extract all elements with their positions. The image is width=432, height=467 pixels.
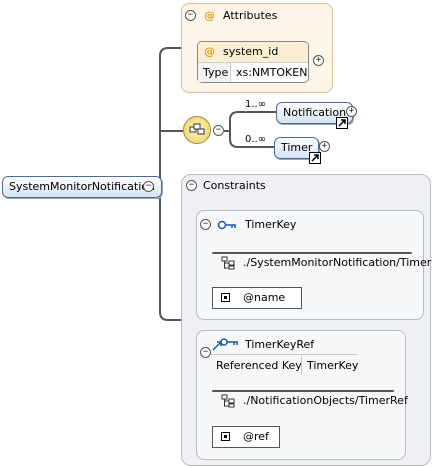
notification-label: Notification xyxy=(283,106,347,119)
notification-occurrence: 1..∞ xyxy=(245,99,267,110)
root-collapse-toggle[interactable]: − xyxy=(143,181,154,192)
timer-occurrence: 0..∞ xyxy=(245,134,267,145)
constraints-title: Constraints xyxy=(203,179,266,192)
keyref-icon xyxy=(212,338,238,351)
field-square-icon xyxy=(221,293,230,302)
timer-key-collapse-toggle[interactable]: − xyxy=(200,219,211,230)
sequence-collapse-toggle[interactable]: − xyxy=(213,125,224,136)
timer-keyref-selector-path: ./NotificationObjects/TimerRef xyxy=(243,394,408,407)
selector-tree-icon xyxy=(221,256,235,270)
timer-expand-toggle[interactable]: + xyxy=(319,141,330,152)
constraints-collapse-toggle[interactable]: − xyxy=(186,180,197,191)
field-square-icon xyxy=(221,432,230,441)
timer-keyref-collapse-toggle[interactable]: − xyxy=(200,347,211,358)
notification-ref-arrow-icon xyxy=(336,117,348,129)
timer-key-field[interactable]: @name xyxy=(212,287,302,309)
timer-key-field-value: @name xyxy=(243,291,286,304)
timer-key-title: TimerKey xyxy=(245,218,297,231)
attribute-name: system_id xyxy=(223,45,279,58)
attributes-title: Attributes xyxy=(223,9,278,22)
attribute-type-value: xs:NMTOKEN xyxy=(236,66,308,79)
attribute-expand-toggle[interactable]: + xyxy=(313,55,324,66)
timer-key-selector-path: ./SystemMonitorNotification/Timer xyxy=(243,256,432,269)
keyref-referenced-row: Referenced Key TimerKey xyxy=(211,354,359,375)
referenced-key-label: Referenced Key xyxy=(216,359,302,372)
attribute-type-label: Type xyxy=(203,66,229,79)
attributes-collapse-toggle[interactable]: − xyxy=(185,10,196,21)
timer-key-selector[interactable]: ./SystemMonitorNotification/Timer xyxy=(212,252,431,270)
attribute-at-icon: @ xyxy=(204,45,215,58)
sequence-compositor-icon[interactable] xyxy=(183,116,211,144)
attribute-system-id[interactable]: @ system_id Type xs:NMTOKEN xyxy=(197,41,309,83)
timer-ref-arrow-icon xyxy=(309,152,321,164)
timer-element[interactable]: Timer xyxy=(274,137,320,159)
timer-keyref-field[interactable]: @ref xyxy=(212,426,280,448)
sequence-glyph-icon xyxy=(189,123,205,135)
root-element[interactable]: SystemMonitorNotification xyxy=(2,176,162,198)
notification-element[interactable]: Notification xyxy=(276,102,354,124)
timer-keyref-selector[interactable]: ./NotificationObjects/TimerRef xyxy=(212,390,408,408)
attributes-at-icon: @ xyxy=(204,9,215,22)
key-icon xyxy=(217,220,236,230)
root-element-label: SystemMonitorNotification xyxy=(9,180,155,193)
notification-expand-toggle[interactable]: + xyxy=(346,106,357,117)
timer-keyref-field-value: @ref xyxy=(243,430,269,443)
timer-label: Timer xyxy=(281,141,313,154)
selector-tree-icon xyxy=(221,394,235,408)
referenced-key-value: TimerKey xyxy=(307,359,359,372)
timer-keyref-title: TimerKeyRef xyxy=(245,338,315,351)
